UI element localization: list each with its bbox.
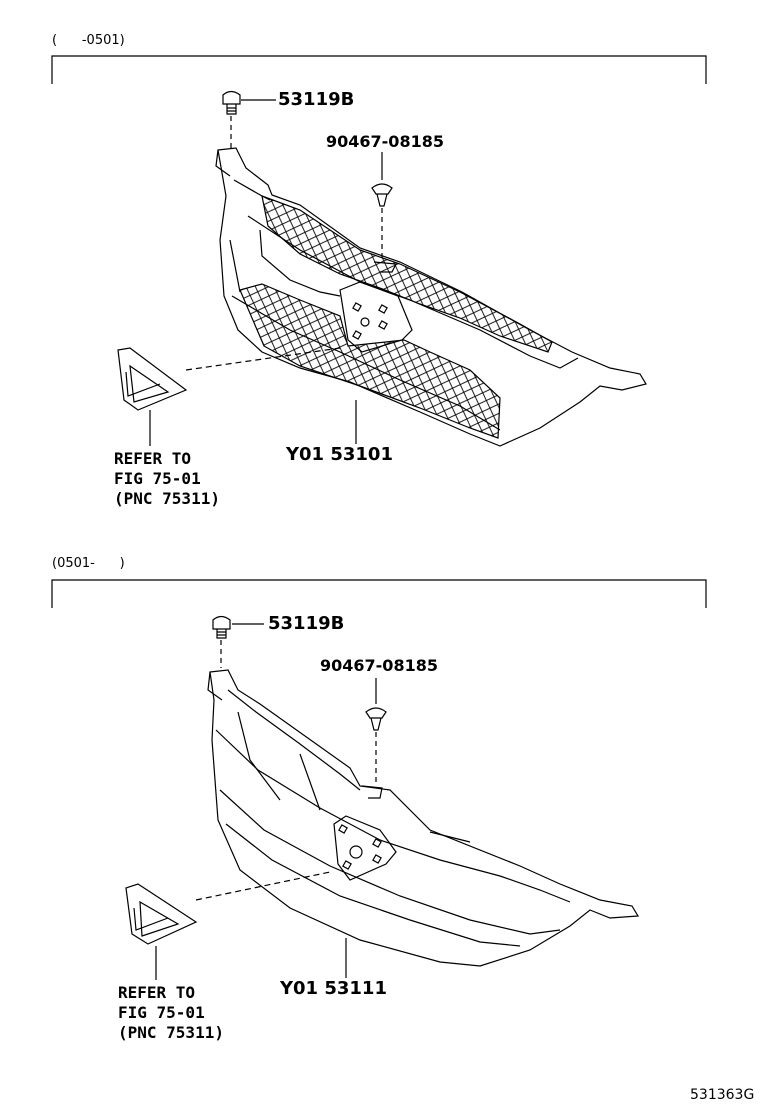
section-1-range-label: ( -0501) (52, 33, 125, 48)
refer-to-line-2a: REFER TO (118, 983, 196, 1002)
part-number-grille-1[interactable]: Y01 53101 (286, 444, 393, 465)
refer-to-line-1b[interactable]: FIG 75-01 (114, 469, 201, 488)
part-number-clip-1[interactable]: 90467-08185 (326, 132, 444, 151)
section-2-frame (51, 579, 707, 608)
bolt-53119b-icon-2 (212, 615, 231, 639)
clip-90467-icon-1 (371, 183, 393, 207)
section-2-range-label: (0501- ) (52, 556, 125, 571)
emblem-piece-2 (125, 883, 198, 945)
figure-code: 531363G (690, 1087, 755, 1103)
part-number-bolt-1[interactable]: 53119B (278, 89, 355, 110)
refer-to-line-2b[interactable]: FIG 75-01 (118, 1003, 205, 1022)
radiator-grille-y01-53111 (207, 669, 640, 967)
part-number-bolt-2[interactable]: 53119B (268, 613, 345, 634)
bolt-53119b-icon-1 (222, 90, 241, 115)
part-number-clip-2[interactable]: 90467-08185 (320, 656, 438, 675)
emblem-piece-1 (117, 347, 188, 411)
refer-to-line-1c: (PNC 75311) (114, 489, 220, 508)
section-1-frame (51, 55, 707, 84)
part-number-grille-2[interactable]: Y01 53111 (280, 978, 387, 999)
clip-90467-icon-2 (365, 707, 387, 731)
refer-to-line-1a: REFER TO (114, 449, 192, 468)
refer-to-line-2c: (PNC 75311) (118, 1023, 224, 1042)
